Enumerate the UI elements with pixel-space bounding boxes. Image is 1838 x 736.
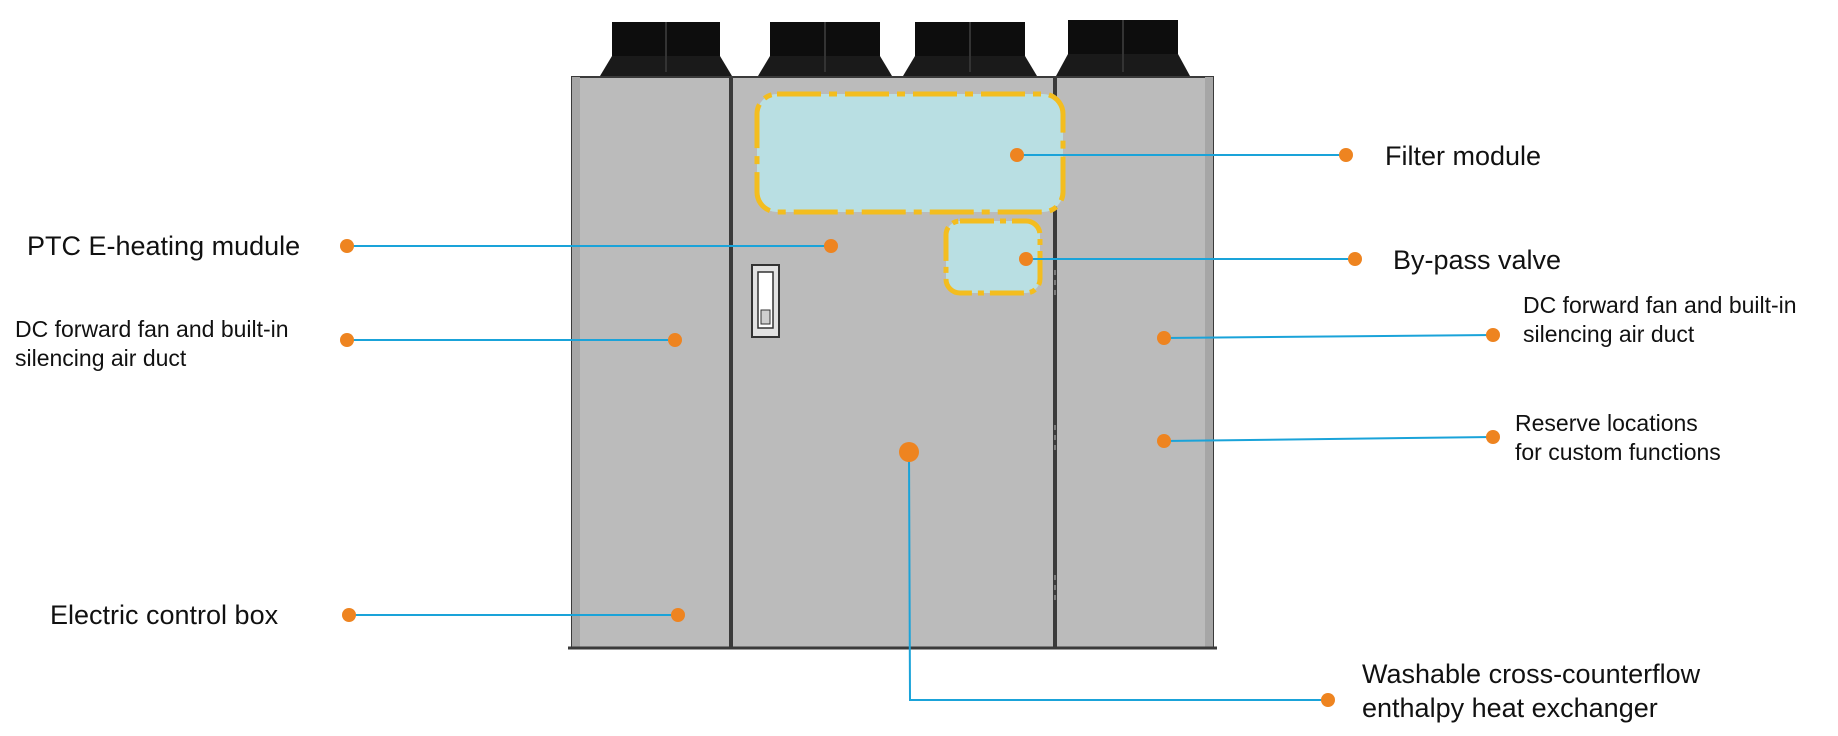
label-dc-fan-left-line-1: DC forward fan and built-in bbox=[15, 316, 289, 342]
label-heat-exchanger-line-1: Washable cross-counterflow bbox=[1362, 659, 1701, 689]
dot-dc-right-outer bbox=[1486, 328, 1500, 342]
label-dc-fan-right-line-2: silencing air duct bbox=[1523, 320, 1695, 347]
leader-reserve bbox=[1163, 436, 1494, 442]
dot-bypass-inner bbox=[1019, 252, 1033, 266]
dot-electric-inner bbox=[671, 608, 685, 622]
duct-connector-3 bbox=[903, 22, 1037, 76]
label-reserve: Reserve locations for custom functions bbox=[1515, 409, 1721, 467]
leader-heat-exchanger bbox=[908, 451, 1328, 701]
leader-dc-right bbox=[1163, 334, 1494, 339]
duct-connector-2 bbox=[758, 22, 892, 76]
label-heat-exchanger-line-2: enthalpy heat exchanger bbox=[1362, 692, 1658, 723]
marker-dots bbox=[340, 148, 1500, 707]
dot-bypass-outer bbox=[1348, 252, 1362, 266]
label-reserve-line-2: for custom functions bbox=[1515, 438, 1721, 465]
label-electric-box: Electric control box bbox=[50, 600, 279, 630]
bypass-valve-area bbox=[943, 218, 1043, 296]
label-heat-exchanger: Washable cross-counterflow enthalpy heat… bbox=[1362, 658, 1700, 726]
dot-reserve-outer bbox=[1486, 430, 1500, 444]
label-dc-fan-left: DC forward fan and built-in silencing ai… bbox=[15, 315, 289, 373]
label-dc-fan-left-line-2: silencing air duct bbox=[15, 344, 187, 371]
dot-filter-inner bbox=[1010, 148, 1024, 162]
dot-ptc-inner bbox=[824, 239, 838, 253]
label-reserve-line-1: Reserve locations bbox=[1515, 410, 1698, 436]
filter-module-area bbox=[754, 91, 1066, 215]
leader-lines bbox=[347, 154, 1494, 701]
duct-connectors bbox=[600, 20, 1190, 76]
dot-reserve-inner bbox=[1157, 434, 1171, 448]
dot-dc-left-inner bbox=[668, 333, 682, 347]
dot-dc-right-inner bbox=[1157, 331, 1171, 345]
dot-dc-left-outer bbox=[340, 333, 354, 347]
label-dc-fan-right-line-1: DC forward fan and built-in bbox=[1523, 292, 1797, 318]
dot-filter-outer bbox=[1339, 148, 1353, 162]
dot-heat-exchanger-inner bbox=[899, 442, 919, 462]
dot-ptc-outer bbox=[340, 239, 354, 253]
duct-connector-1 bbox=[600, 22, 732, 76]
label-bypass-valve: By-pass valve bbox=[1393, 245, 1562, 275]
dot-electric-outer bbox=[342, 608, 356, 622]
dot-heat-exchanger-outer bbox=[1321, 693, 1335, 707]
label-ptc-heating: PTC E-heating mudule bbox=[27, 231, 301, 261]
label-dc-fan-right: DC forward fan and built-in silencing ai… bbox=[1523, 291, 1797, 349]
duct-connector-4 bbox=[1056, 20, 1190, 76]
housing bbox=[568, 76, 1217, 650]
label-filter-module: Filter module bbox=[1385, 141, 1542, 171]
panel-handle bbox=[751, 264, 780, 338]
